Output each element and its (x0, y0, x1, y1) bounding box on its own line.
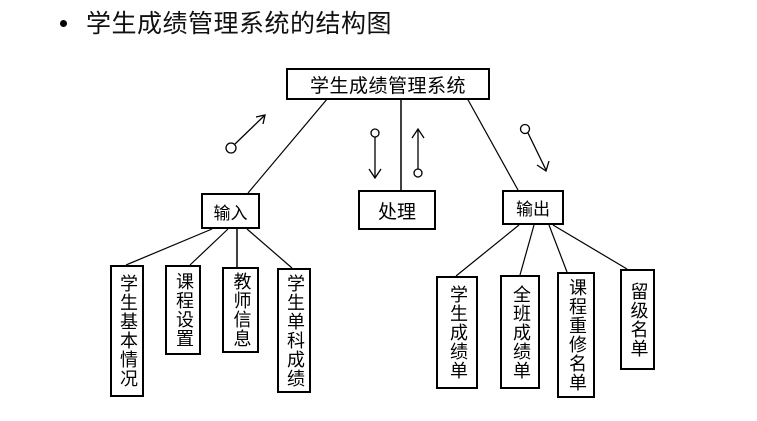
connector-root-input (247, 97, 329, 194)
bullet-icon (60, 19, 67, 27)
leaf-label: 课程重修名单 (566, 278, 587, 392)
leaf-node: 学生单科成绩 (277, 268, 311, 393)
connector-output-child (552, 224, 628, 270)
leaf-node: 学生基本情况 (110, 265, 144, 397)
leaf-label: 学生成绩单 (447, 285, 468, 380)
leaf-node: 留级名单 (620, 269, 655, 370)
slide-title-row: 学生成绩管理系统的结构图 (60, 4, 392, 40)
root-node-label: 学生成绩管理系统 (309, 74, 466, 97)
connector-root-output (466, 97, 519, 191)
connector-output-child (548, 224, 568, 273)
connector-output-child (455, 224, 520, 277)
slide-title: 学生成绩管理系统的结构图 (86, 9, 393, 38)
module-node-input: 输入 (201, 193, 260, 229)
leaf-label: 全班成绩单 (510, 284, 531, 380)
leaf-node: 学生成绩单 (436, 276, 478, 389)
connector-input-child (189, 228, 229, 266)
leaf-label: 留级名单 (627, 281, 649, 358)
leaf-label: 课程设置 (173, 272, 194, 348)
connector-output-child (519, 224, 535, 276)
data-flow-arrow-process-up (411, 127, 425, 178)
leaf-label: 教师信息 (230, 272, 252, 348)
module-node-process: 处理 (358, 190, 436, 230)
leaf-node: 课程设置 (165, 265, 201, 355)
root-node: 学生成绩管理系统 (286, 68, 490, 100)
leaf-label: 学生单科成绩 (284, 273, 305, 388)
leaf-node: 全班成绩单 (500, 275, 540, 389)
leaf-label: 学生基本情况 (117, 274, 138, 388)
connector-input-child (125, 228, 213, 266)
module-node-output: 输出 (502, 190, 564, 225)
leaf-node: 课程重修名单 (557, 272, 595, 398)
data-flow-arrow-input (225, 114, 266, 154)
data-flow-arrow-output (519, 123, 550, 173)
module-label: 处理 (377, 200, 416, 223)
module-label: 输出 (516, 200, 550, 220)
data-flow-arrow-process-down (368, 128, 382, 180)
connector-input-child (246, 228, 293, 269)
module-label: 输入 (213, 203, 248, 224)
leaf-node: 教师信息 (222, 267, 259, 353)
